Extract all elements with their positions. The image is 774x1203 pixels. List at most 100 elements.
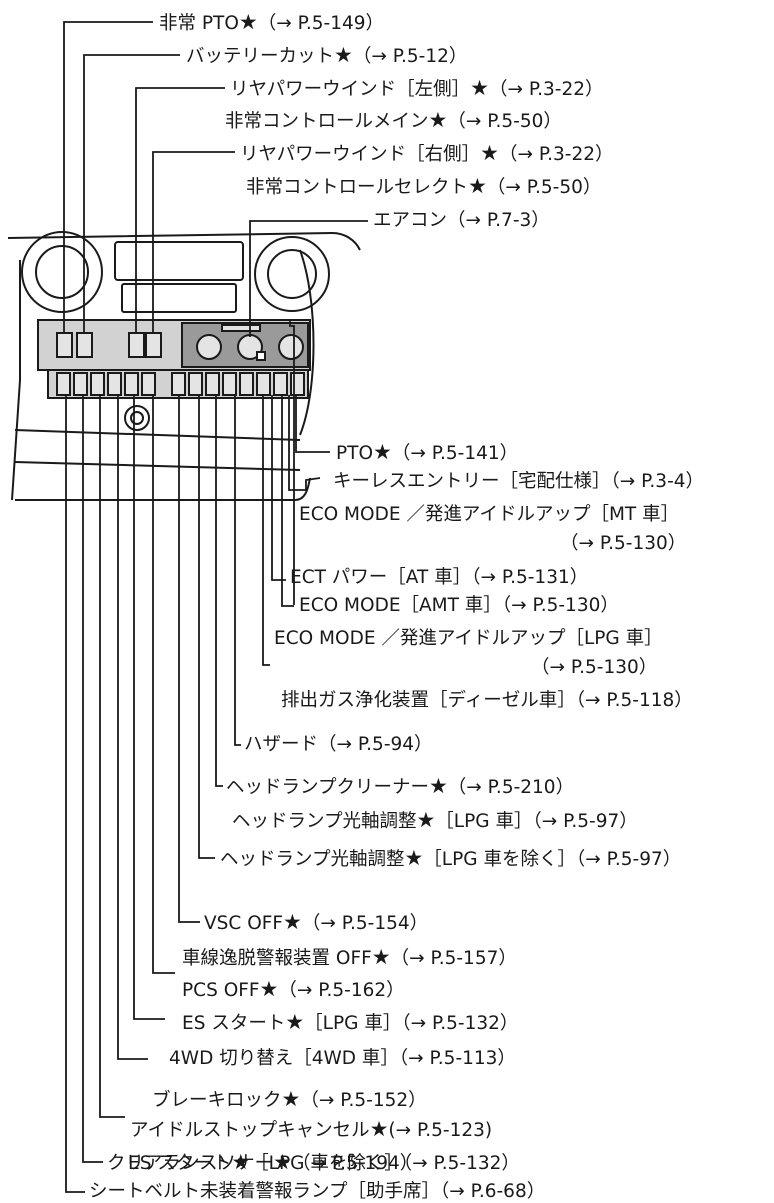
- label-clearance-sonar-proper: クリアランスソナー★（→ P.5-194）: [107, 1151, 418, 1175]
- label-text: キーレスエントリー［宅配仕様］: [333, 471, 611, 492]
- label-eco-mode-amt: ECO MODE［AMT 車］（→ P.5-130）: [299, 595, 619, 617]
- switch-emergency-pto: [56, 332, 73, 358]
- star-icon: ★: [428, 108, 448, 132]
- key-cylinder: [124, 405, 150, 431]
- label-text: ES スタート: [182, 1013, 286, 1034]
- label-eco-mode-mt: ECO MODE ／発進アイドルアップ［MT 車］: [299, 504, 679, 526]
- label-ref: （→ P.5-130）: [501, 595, 619, 616]
- label-idle-stop-cancel: アイドルストップキャンセル★(→ P.5-123): [130, 1118, 492, 1142]
- label-ref: （→ P.6-68）: [439, 1181, 546, 1202]
- label-4wd-switch: 4WD 切り替え［4WD 車］（→ P.5-113）: [169, 1048, 516, 1070]
- switch-rear-window-left: [128, 332, 145, 358]
- label-text: ECO MODE ／発進アイドルアップ［MT 車］: [299, 504, 680, 525]
- dashboard-edge-left: [11, 260, 21, 501]
- star-icon: ★: [480, 141, 499, 165]
- label-ref: ［LPG 車を除く］（→ P.5-97）: [423, 849, 682, 870]
- switch-rear-window-right: [145, 332, 162, 358]
- right-vent-inner: [267, 249, 317, 299]
- label-text: シートベルト未装着警報ランプ［助手席］: [89, 1181, 440, 1202]
- label-ref: （→ P.5-50）: [447, 111, 562, 132]
- star-icon: ★: [283, 910, 302, 934]
- label-text: ブレーキロック: [152, 1090, 282, 1111]
- label-text: クリアランスソナー: [107, 1153, 274, 1174]
- label-emergency-pto: 非常 PTO★（→ P.5-149）: [159, 11, 384, 35]
- label-ref: ［LPG 車を除く］（→ P.5-132）: [250, 1153, 520, 1174]
- label-seatbelt-reminder: シートベルト未装着警報ランプ［助手席］（→ P.6-68）: [89, 1181, 545, 1203]
- star-icon: ★: [369, 1117, 389, 1141]
- lower-switch-row: [56, 372, 305, 396]
- label-text: バッテリーカット: [186, 46, 335, 67]
- label-text: PCS OFF: [182, 980, 260, 1001]
- label-ect-power: ECT パワー［AT 車］（→ P.5-131）: [290, 567, 588, 589]
- label-ref: （→ P.7-3）: [447, 210, 550, 231]
- label-rear-window-left: リヤパワーウインド［左側］★（→ P.3-22）: [230, 77, 604, 101]
- label-headlamp-leveling-lpg: ヘッドランプ光軸調整★［LPG 車］（→ P.5-97）: [232, 809, 638, 833]
- star-icon: ★: [371, 945, 391, 969]
- star-icon: ★: [285, 1010, 305, 1034]
- label-hazard: ハザード（→ P.5-94）: [244, 734, 433, 756]
- key-cylinder-inner: [130, 411, 144, 425]
- label-battery-cut: バッテリーカット★（→ P.5-12）: [186, 44, 467, 68]
- label-text: ECO MODE ／発進アイドルアップ［LPG 車］: [274, 628, 663, 649]
- dashboard-lower-lines: [14, 429, 311, 501]
- switch-battery-cut: [76, 332, 93, 358]
- label-text: 非常 PTO: [159, 13, 239, 34]
- label-keyless-entry: キーレスエントリー［宅配仕様］（→ P.3-4）: [333, 471, 704, 493]
- label-eco-mode-mt-ref: （→ P.5-130）: [560, 533, 686, 555]
- label-es-start-lpg: ES スタート★［LPG 車］（→ P.5-132）: [182, 1011, 518, 1035]
- label-ref: （→ P.5-141）: [391, 443, 519, 464]
- label-text: 非常コントロールセレクト: [246, 177, 469, 198]
- left-vent-inner: [35, 245, 89, 299]
- label-ref: （→ P.3-4）: [610, 471, 705, 492]
- label-text: アイドルストップキャンセル: [130, 1120, 370, 1141]
- label-es-start-non-lpg-line: ES スタート★［LPG 車を除く］（→ P.5-132）: [128, 1151, 520, 1175]
- star-icon: ★: [404, 846, 424, 870]
- ac-slider: [221, 324, 261, 332]
- star-icon: ★: [416, 808, 436, 832]
- label-lane-departure-off: 車線逸脱警報装置 OFF★（→ P.5-157）: [182, 946, 517, 970]
- label-text: ES スタート: [128, 1153, 232, 1174]
- dashboard-outline: [7, 231, 361, 251]
- label-ref: （→ P.5-157）: [390, 948, 517, 969]
- label-eco-mode-lpg: ECO MODE ／発進アイドルアップ［LPG 車］: [274, 628, 663, 650]
- label-text: リヤパワーウインド［右側］: [240, 144, 481, 165]
- label-ref: （→ P.5-162）: [278, 980, 405, 1001]
- dashboard-illustration: [7, 231, 361, 501]
- label-ref: (→ P.5-123): [388, 1120, 493, 1141]
- label-ref: （→ P.3-22）: [498, 144, 614, 165]
- ac-small-switch: [256, 351, 266, 361]
- label-text: ヘッドランプ光軸調整: [232, 811, 417, 832]
- label-text: ECT パワー［AT 車］: [290, 567, 472, 588]
- label-pto: PTO★（→ P.5-141）: [336, 441, 518, 465]
- ac-knob-3: [278, 334, 304, 360]
- steering-column-curve: [299, 249, 315, 436]
- label-ref: （→ P.5-152）: [300, 1090, 427, 1111]
- left-vent: [21, 231, 103, 313]
- star-icon: ★: [334, 43, 353, 67]
- label-ref: （→ P.5-130）: [531, 657, 658, 678]
- label-eco-mode-lpg-ref: （→ P.5-130）: [531, 657, 657, 679]
- label-text: PTO: [336, 443, 374, 464]
- star-icon: ★: [259, 977, 279, 1001]
- label-ref: （→ P.3-22）: [488, 79, 604, 100]
- label-emergency-control-main: 非常コントロールメイン★（→ P.5-50）: [225, 109, 562, 133]
- leader-lines: [63, 21, 368, 1193]
- label-brake-lock: ブレーキロック★（→ P.5-152）: [152, 1088, 427, 1112]
- label-headlamp-cleaner: ヘッドランプクリーナー★（→ P.5-210）: [226, 775, 574, 799]
- label-text: ヘッドランプクリーナー: [226, 777, 429, 798]
- label-text: ハザード: [244, 734, 319, 755]
- label-headlamp-leveling-non-lpg: ヘッドランプ光軸調整★［LPG 車を除く］（→ P.5-97）: [220, 847, 681, 871]
- label-ref: ［LPG 車］（→ P.5-132）: [304, 1013, 519, 1034]
- radio-lower: [121, 283, 237, 313]
- star-icon: ★: [468, 174, 487, 198]
- label-text: 4WD 切り替え［4WD 車］: [169, 1048, 399, 1069]
- right-vent: [254, 236, 330, 312]
- label-ref: （→ P.5-131）: [471, 567, 589, 588]
- label-text: 非常コントロールメイン: [225, 111, 429, 132]
- label-ref: （→ P.5-113）: [398, 1048, 516, 1069]
- star-icon: ★: [231, 1150, 251, 1174]
- label-pcs-off: PCS OFF★（→ P.5-162）: [182, 978, 405, 1002]
- label-rear-window-right: リヤパワーウインド［右側］★（→ P.3-22）: [240, 142, 614, 166]
- label-vsc-off: VSC OFF★（→ P.5-154）: [204, 911, 428, 935]
